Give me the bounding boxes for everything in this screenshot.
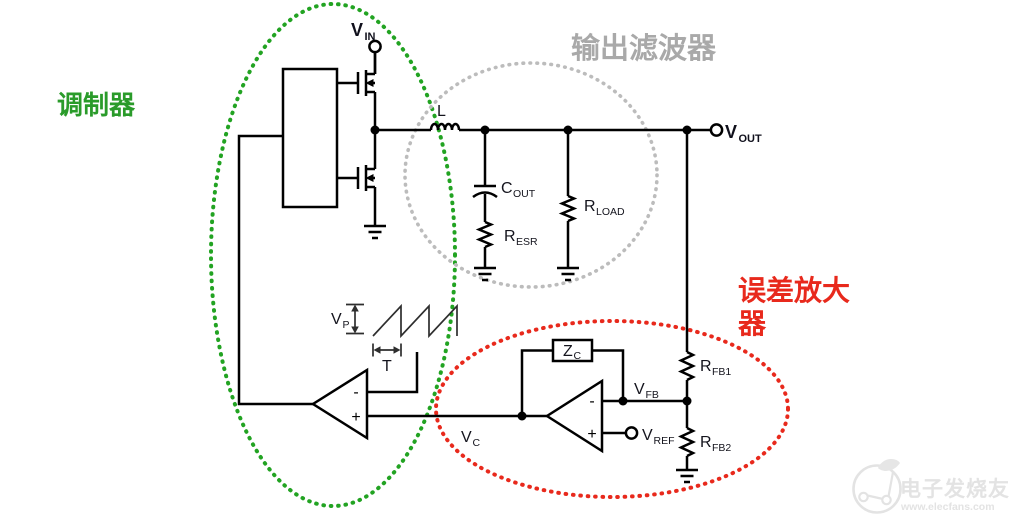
rfb2-label-sub: FB2: [712, 442, 731, 454]
vc-label-sub: C: [473, 437, 481, 449]
cap-bottom-plate: [472, 191, 498, 199]
cout-label-sub: OUT: [513, 188, 536, 200]
t-arrowhead-left: [373, 346, 381, 354]
error-amplifier-region-outline: [434, 319, 790, 499]
error-amp-minus-sign: -: [589, 393, 594, 410]
region-outlines: [209, 2, 790, 508]
error-amp-plus-sign: +: [587, 426, 596, 443]
rfb2-label: R: [700, 434, 712, 451]
rload-node-dot: [563, 125, 573, 135]
output-filter-region-outline: [403, 61, 659, 289]
sawtooth-waveform: [346, 303, 458, 357]
vp-label-sub: P: [343, 319, 350, 331]
resr-label: R: [504, 228, 516, 245]
hs-arrow: [365, 79, 374, 87]
vref-terminal: [624, 426, 639, 440]
vc-node-dot: [517, 411, 527, 421]
vref-label: V: [642, 427, 653, 444]
watermark-logo-pad2: [881, 494, 892, 506]
compensation-impedance: Z C: [551, 338, 594, 363]
rfb1-symbol: [677, 350, 697, 382]
pwm-comparator: - +: [310, 367, 369, 441]
rfb1-label: R: [700, 358, 712, 375]
inductor-label: L: [437, 103, 446, 120]
watermark-logo-leaf: [878, 458, 900, 471]
ramp-input-wire: [367, 352, 419, 394]
high-side-mosfet: [356, 52, 377, 130]
rload-symbol: [558, 194, 578, 223]
ground-cout: [474, 266, 496, 282]
divider-node-dot: [682, 396, 692, 406]
rfb1-label-sub: FB1: [712, 366, 731, 378]
compensation-feedback-wire: [520, 349, 625, 416]
cout-label: C: [501, 180, 513, 197]
error-amplifier-region-label-line1: 误差放大: [738, 274, 850, 306]
error-amplifier: - +: [544, 378, 604, 454]
output-capacitor-symbol: [472, 184, 498, 199]
rload-label: R: [584, 198, 596, 215]
component-labels: L C OUT R ESR R LOAD R FB1 R FB2 V P T: [331, 103, 731, 454]
inductor-symbol: [429, 122, 461, 131]
comparator-output-wire: [237, 134, 313, 406]
watermark-logo-circle: [852, 464, 902, 514]
rfb2-symbol: [677, 426, 697, 458]
vin-terminal: [368, 39, 382, 54]
zc-box: [551, 338, 594, 363]
zc-label-sub: C: [574, 350, 582, 362]
t-arrow-bars: [372, 343, 402, 357]
modulator-region-label: 调制器: [57, 90, 136, 120]
switch-node-dot: [370, 125, 380, 135]
vout-terminal: [709, 123, 724, 137]
vout-label: V: [725, 122, 737, 142]
terminals: [368, 39, 724, 440]
zc-label: Z: [563, 343, 573, 360]
gate-drive-wires: [337, 81, 358, 180]
vc-label: V: [461, 429, 472, 446]
watermark-logo-trace: [867, 471, 895, 501]
comparator-triangle: [310, 367, 369, 441]
error-amp-triangle: [544, 378, 604, 454]
comparator-minus-sign: -: [353, 384, 358, 401]
vout-label-sub: OUT: [739, 133, 763, 145]
resr-label-sub: ESR: [516, 236, 538, 248]
vp-label: V: [331, 311, 342, 328]
gate-driver-block: [281, 67, 339, 209]
vout-node-dot: [682, 125, 692, 135]
ground-switch-leg: [364, 224, 386, 240]
vfb-zc-node-dot: [618, 396, 628, 406]
period-label: T: [382, 358, 392, 375]
vp-arrowhead-down: [351, 326, 359, 334]
ground-rload: [557, 266, 579, 282]
node-labels: V IN V OUT V FB V REF V C: [351, 20, 762, 449]
error-amplifier-region-label-line2: 器: [737, 308, 767, 339]
ground-rfb2: [676, 468, 698, 484]
comparator-plus-sign: +: [351, 409, 360, 426]
low-side-mosfet: [356, 130, 377, 226]
vin-label-sub: IN: [365, 31, 376, 43]
vfb-label-sub: FB: [646, 389, 659, 401]
vp-arrowhead-up: [351, 304, 359, 312]
vref-label-sub: REF: [654, 435, 675, 447]
resr-symbol: [475, 220, 495, 249]
watermark-logo-pad1: [858, 491, 869, 503]
modulator-region-outline: [209, 2, 457, 508]
output-filter-region-label: 输出滤波器: [571, 31, 717, 65]
watermark-brand: 电子发烧友: [900, 477, 1010, 501]
cout-node-dot: [480, 125, 490, 135]
junction-dots: [370, 125, 692, 421]
sawtooth-trace: [372, 303, 458, 339]
wires: [237, 81, 711, 470]
vin-label: V: [351, 20, 363, 40]
t-arrowhead-right: [393, 346, 401, 354]
ls-arrow: [365, 174, 374, 182]
watermark: 电子发烧友 www.elecfans.com: [852, 458, 1010, 514]
watermark-url: www.elecfans.com: [900, 501, 995, 513]
rload-label-sub: LOAD: [596, 206, 625, 218]
vfb-label: V: [634, 381, 645, 398]
